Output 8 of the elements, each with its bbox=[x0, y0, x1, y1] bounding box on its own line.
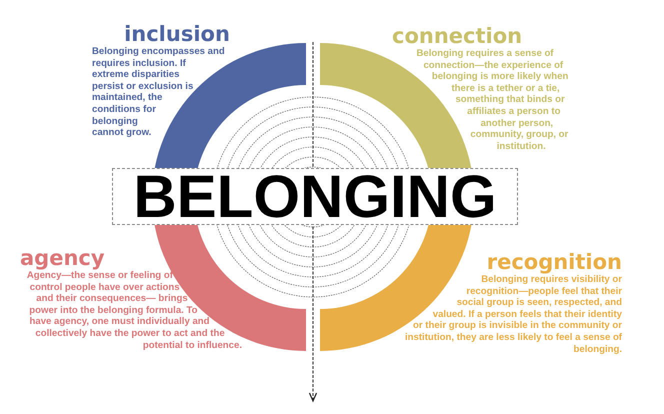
section-heading: agency bbox=[20, 246, 105, 270]
description-text: Belonging requires visibility or recognition—people feel that their social group is seen, respected, and valued. If a person feels that their identity or their group is invisible in the community or institution, they are less likely to feel a sense of belonging. bbox=[404, 274, 622, 356]
section-heading: recognition bbox=[486, 250, 622, 274]
description-text: Belonging requires a sense of connection—the experience of belonging is more likely when there is a tether or a tie, something that binds or affiliates a person to another person, community, group, or institution. bbox=[415, 48, 570, 152]
section-heading: connection bbox=[392, 24, 522, 48]
title-text: BELONGING bbox=[132, 169, 498, 225]
section-heading: inclusion bbox=[124, 22, 230, 46]
description-text: Belonging encompasses and requires inclusion. If extreme disparities persist or exclusion is maintained, the conditions for belonging cannot grow. bbox=[92, 46, 226, 139]
